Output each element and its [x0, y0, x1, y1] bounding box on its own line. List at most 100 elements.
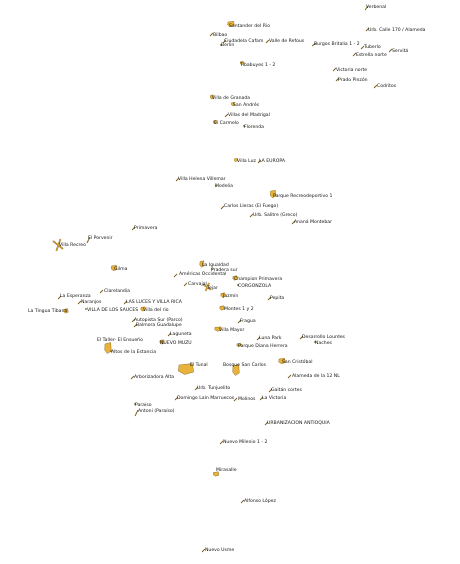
- park-label-31: La Igualdad: [202, 262, 229, 268]
- park-label-68: Domingo Laín Marruecos: [177, 394, 235, 401]
- park-line-70: [259, 396, 264, 401]
- park-label-50: Fragua: [240, 318, 256, 324]
- park-line-73: [264, 421, 269, 426]
- park-line-54: [256, 336, 261, 341]
- park-polygon-45: [219, 305, 225, 311]
- park-label-34: Américas Occidental: [179, 270, 226, 277]
- park-line-4: [222, 39, 227, 44]
- park-label-10: Estrella norte: [356, 52, 387, 58]
- park-label-64: Alameda de la 12 NL: [292, 373, 340, 379]
- park-line-64: [287, 374, 292, 379]
- park-label-75: Mirasalle: [216, 467, 237, 473]
- park-point-47: [85, 308, 87, 310]
- park-label-53: Laguneta: [170, 331, 192, 337]
- park-label-73: URBANIZACION ANTIOQUIA: [267, 420, 331, 426]
- park-point-33: [211, 268, 213, 270]
- park-label-3: Bilbao: [213, 32, 227, 38]
- park-label-28: Primavera: [134, 225, 158, 231]
- park-line-12: [332, 67, 337, 72]
- park-polygon-32: [111, 265, 118, 272]
- park-label-24: Parque Recreodeportivo 1: [273, 193, 332, 199]
- park-line-8: [388, 48, 393, 53]
- park-label-19: Florenda: [244, 124, 264, 130]
- park-label-76: Alfonso López: [244, 497, 276, 504]
- park-label-77: Nuevo Usme: [205, 547, 234, 553]
- park-label-57: NUEVO MUZU: [160, 340, 192, 346]
- park-line-55: [299, 335, 304, 340]
- park-label-51: Balmora Guadalupe: [136, 322, 182, 328]
- park-label-38: Tejar: [206, 285, 218, 291]
- park-label-16: San Andrés: [233, 101, 260, 108]
- park-label-61: San Cristóbal: [282, 358, 313, 365]
- park-label-66: Urb. Tunjuelito: [197, 385, 230, 391]
- park-line-77: [201, 548, 206, 553]
- park-label-43: Naranjos: [81, 299, 102, 305]
- park-polygon-40: [220, 292, 226, 298]
- park-line-66: [194, 386, 199, 391]
- park-point-60: [110, 350, 112, 352]
- park-line-0: [364, 5, 369, 11]
- park-cross-fill-38: [202, 282, 212, 292]
- park-label-8: Servitá: [392, 47, 408, 54]
- park-label-62: El Tunal: [190, 362, 208, 368]
- park-label-4: Ciudadela Cafam: [224, 38, 264, 44]
- park-label-46: La Tingua Tibaná: [28, 307, 67, 314]
- park-label-1: Urb. Calle 170 / Alameda: [368, 27, 426, 33]
- park-point-9: [220, 44, 222, 46]
- park-line-17: [224, 113, 229, 118]
- park-polygon-75: [213, 471, 220, 477]
- park-polygon-57: [159, 339, 165, 345]
- park-line-25: [220, 205, 225, 210]
- park-label-35: Champion Primavera: [234, 276, 282, 282]
- park-label-74: Nuevo Milenio 1 - 2: [223, 439, 267, 445]
- park-label-7: Tuberlo: [363, 44, 381, 50]
- park-label-14: Codritos: [377, 83, 397, 89]
- park-polygon-46: [63, 308, 69, 314]
- park-point-37: [237, 284, 239, 286]
- park-line-34: [173, 273, 178, 278]
- park-label-2: Santander del Rio: [229, 23, 270, 29]
- park-label-32: Gilma: [114, 266, 128, 272]
- park-label-45: Montes 1 y 2: [224, 306, 254, 312]
- park-line-3: [209, 32, 214, 37]
- park-line-22: [175, 177, 180, 182]
- park-line-14: [373, 84, 378, 89]
- park-cross-fill-30: [52, 238, 64, 252]
- park-label-44: LAS LUCES Y VILLA RICA: [126, 299, 183, 305]
- park-line-72: [134, 409, 139, 417]
- park-polygon-18: [213, 120, 217, 124]
- park-line-49: [131, 318, 136, 323]
- park-label-65: Arborizadora Alta: [134, 374, 174, 380]
- park-polygon-31: [199, 260, 205, 268]
- park-label-56: El Taller- El Ensueño: [97, 337, 143, 343]
- park-line-7: [360, 45, 365, 50]
- park-polygon-20: [234, 158, 238, 162]
- park-label-12: Victoria norte: [336, 67, 367, 73]
- park-label-69: Molinos: [238, 396, 256, 402]
- park-polygon-16: [231, 102, 235, 106]
- park-polygon-59: [236, 343, 242, 347]
- park-label-17: Villas del Madrigal: [228, 112, 270, 118]
- park-label-63: Bosque San Carlos: [223, 362, 267, 368]
- park-polygon-56: [104, 342, 112, 354]
- park-label-30: Villa Recreo: [59, 242, 86, 248]
- park-polygon-35: [232, 275, 238, 281]
- park-line-43: [77, 300, 82, 305]
- park-label-70: La Victoria: [262, 395, 286, 401]
- park-line-6: [311, 42, 317, 47]
- park-label-0: Verbenal: [366, 4, 386, 10]
- park-label-29: El Porvenir: [88, 235, 113, 241]
- park-point-71: [134, 403, 136, 405]
- park-polygon-15: [210, 94, 214, 100]
- park-line-21: [257, 159, 262, 164]
- park-label-39: Clarelandia: [104, 288, 130, 294]
- park-label-55: Desarrollo Lourdes: [302, 334, 346, 340]
- park-line-51: [133, 323, 138, 328]
- park-polygon-62: [178, 363, 194, 375]
- park-label-41: La Esperanza: [60, 293, 91, 299]
- park-features: [52, 5, 393, 553]
- park-polygon-61: [278, 358, 286, 365]
- park-label-58: Naches: [315, 340, 333, 346]
